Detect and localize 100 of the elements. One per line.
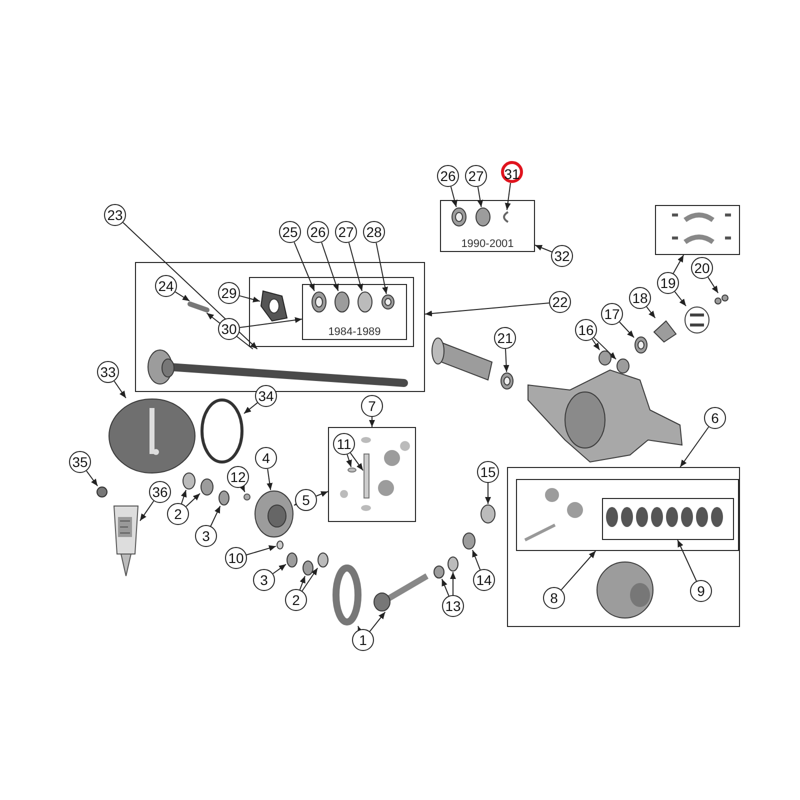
group-frame <box>302 284 407 340</box>
bearing-drawing <box>598 350 612 366</box>
leader-line <box>246 545 276 556</box>
leader-line <box>680 426 710 468</box>
year-range-label: 1984-1989 <box>328 326 381 338</box>
nut-drawing <box>714 293 730 305</box>
leader-line <box>485 482 491 504</box>
callout-number: 16 <box>575 319 597 341</box>
leader-line <box>210 506 221 527</box>
leader-line <box>180 490 187 504</box>
leader-line <box>441 578 450 596</box>
callout-number: 33 <box>97 361 119 383</box>
bolt-drawing <box>242 492 252 502</box>
callout-number: 13 <box>442 595 464 617</box>
callout-number: 22 <box>549 291 571 313</box>
callout-number: 35 <box>69 451 91 473</box>
year-range-label: 1990-2001 <box>461 238 514 250</box>
seal-drawing <box>451 207 467 227</box>
clip-drawing <box>501 210 511 224</box>
callout-number: 10 <box>225 547 247 569</box>
group-frame <box>328 427 416 522</box>
leader-line <box>114 380 126 398</box>
leader-line <box>376 242 388 294</box>
callout-number: 11 <box>333 433 355 455</box>
pin-drawing <box>347 467 357 473</box>
callout-number: 1 <box>352 629 374 651</box>
callout-number: 4 <box>255 447 277 469</box>
leader-line <box>239 317 302 328</box>
leader-line <box>122 222 258 350</box>
callout-number: 29 <box>218 282 240 304</box>
cross-shaft-drawing <box>363 453 371 499</box>
callout-number: 17 <box>601 303 623 325</box>
leader-line <box>503 348 510 372</box>
ring-gear-drawing <box>332 564 362 626</box>
cover-drawing <box>108 398 196 474</box>
bearing-drawing <box>433 565 445 579</box>
callout-number: 26 <box>307 221 329 243</box>
callout-number: 18 <box>629 287 651 309</box>
yoke-drawing <box>652 318 678 344</box>
sealant-tube-drawing <box>112 505 140 577</box>
callout-number: 23 <box>104 204 126 226</box>
leader-line <box>450 572 456 596</box>
axle-shaft-drawing <box>146 349 411 389</box>
leader-line <box>346 454 352 468</box>
leader-line <box>708 276 719 294</box>
callout-number: 24 <box>155 275 177 297</box>
leader-line <box>174 291 190 302</box>
leader-line <box>316 491 328 497</box>
leader-line <box>534 244 552 252</box>
leader-line <box>677 540 697 582</box>
shim-pack-drawing <box>480 504 496 524</box>
callout-number: 3 <box>195 525 217 547</box>
leader-line <box>302 568 318 592</box>
bearing-cup-drawing <box>447 556 459 572</box>
leader-line <box>477 186 484 208</box>
leader-line <box>646 306 656 318</box>
callout-number: 27 <box>465 165 487 187</box>
callout-number: 25 <box>279 221 301 243</box>
leader-line <box>348 242 364 292</box>
seal-drawing <box>500 372 514 390</box>
shim-drawing <box>276 540 284 550</box>
callout-number: 32 <box>551 245 573 267</box>
differential-case-drawing <box>254 490 294 538</box>
leader-line <box>86 470 98 486</box>
callout-number: 8 <box>543 587 565 609</box>
callout-number: 28 <box>363 221 385 243</box>
leader-line <box>299 576 306 590</box>
callout-number: 34 <box>255 385 277 407</box>
callout-number: 3 <box>253 569 275 591</box>
callout-number: 5 <box>295 489 317 511</box>
gasket-drawing <box>200 398 244 464</box>
leader-line <box>350 452 364 471</box>
bearing-drawing <box>218 490 230 506</box>
callout-number: 19 <box>657 272 679 294</box>
pinion-gear-drawing <box>372 572 430 612</box>
leader-line <box>450 186 458 208</box>
leader-line <box>619 322 634 338</box>
seal-drawing <box>634 336 648 354</box>
callout-number: 27 <box>335 221 357 243</box>
callout-number: 20 <box>691 257 713 279</box>
leader-line <box>592 338 600 350</box>
bearing-cup-drawing <box>317 552 329 568</box>
bearing-cup-drawing <box>182 472 196 490</box>
bearing-drawing <box>200 478 214 496</box>
leader-line <box>294 242 315 292</box>
leader-line <box>239 484 246 492</box>
callout-number: 15 <box>477 461 499 483</box>
callout-number: 2 <box>285 589 307 611</box>
callout-number: 30 <box>218 318 240 340</box>
group-frame <box>655 205 740 255</box>
leader-line <box>504 182 511 210</box>
gasket-drawing <box>260 288 288 322</box>
leader-line <box>244 402 258 414</box>
bearing-drawing <box>616 358 630 374</box>
callout-number: 12 <box>227 466 249 488</box>
group-frame <box>135 262 425 392</box>
callout-number: 14 <box>473 569 495 591</box>
bearing-drawing <box>381 294 395 310</box>
crush-sleeve-drawing <box>462 532 476 550</box>
callout-number: 31 <box>501 161 523 183</box>
